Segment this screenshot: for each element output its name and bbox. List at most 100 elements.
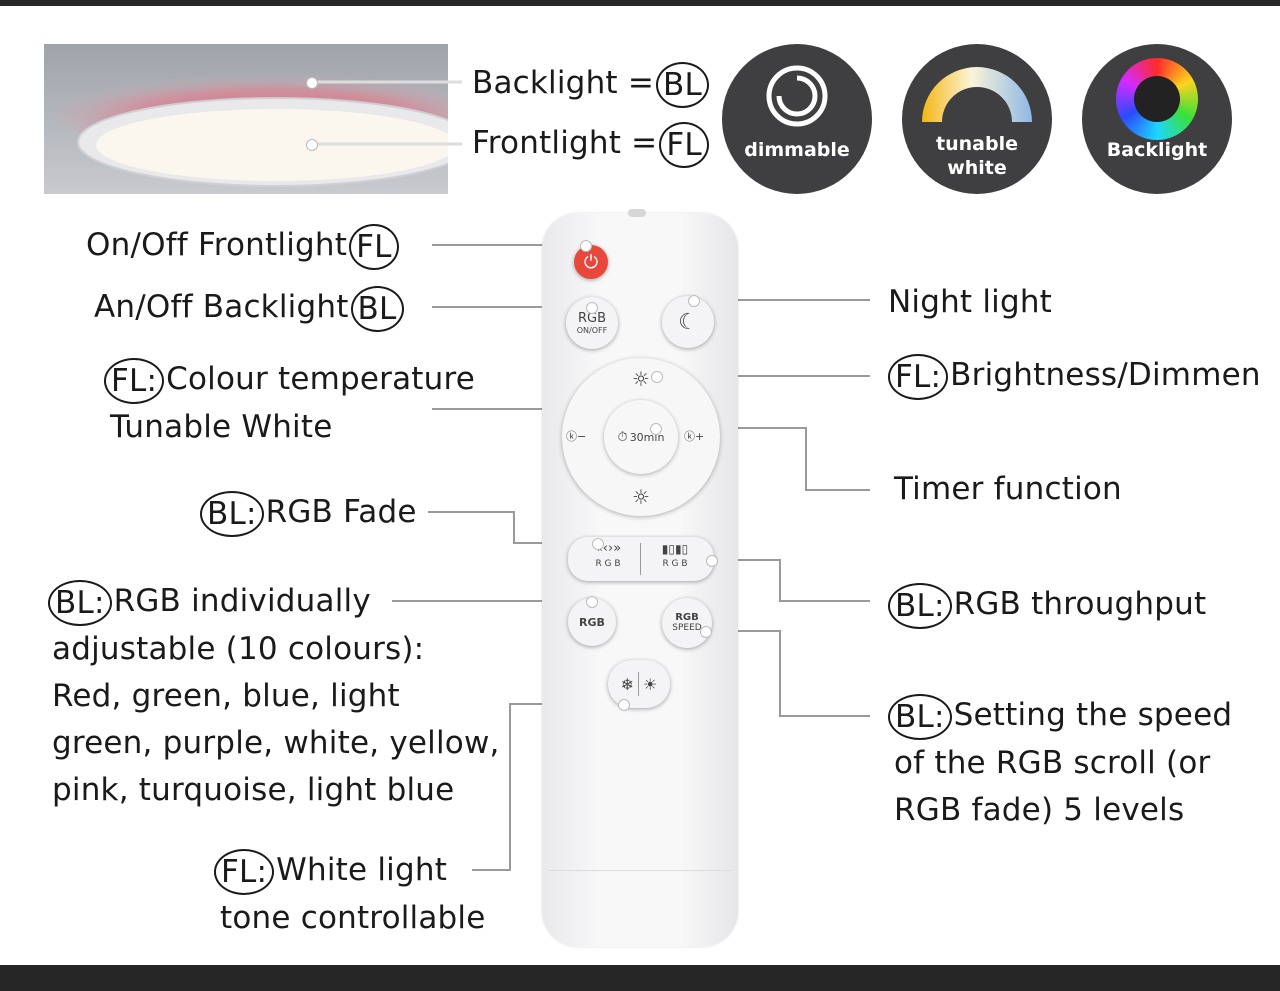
throughput-label: R G B bbox=[662, 559, 688, 569]
bl-circle: BL: bbox=[48, 579, 112, 626]
connector-dot bbox=[651, 371, 663, 383]
speed-bottom-label: SPEED bbox=[672, 623, 702, 633]
fl-abbr-circle: FL bbox=[659, 121, 709, 168]
kelvin-plus-button[interactable]: ⓚ+ bbox=[684, 428, 718, 446]
tunable-label-2: white bbox=[947, 157, 1007, 179]
sun-icon: ☀ bbox=[643, 674, 658, 694]
brightness-callout: FL:Brightness/Dimmen bbox=[886, 352, 1261, 400]
night-light-callout: Night light bbox=[888, 284, 1053, 320]
rgb-indiv-line5: pink, turquoise, light blue bbox=[52, 772, 455, 808]
connector-dot bbox=[580, 240, 592, 252]
bl-abbr-circle: BL bbox=[656, 61, 709, 108]
throughput-text: RGB throughput bbox=[953, 586, 1207, 622]
speed-line2: of the RGB scroll (or bbox=[894, 745, 1211, 781]
sun-icon: ☼ bbox=[632, 367, 650, 391]
throughput-icon: ▮▯▮▯ bbox=[661, 542, 689, 556]
connector-dot bbox=[592, 538, 604, 550]
rgb-fade-callout: BL:RGB Fade bbox=[198, 489, 417, 537]
backlight-badge-label: Backlight bbox=[1106, 139, 1208, 161]
fl-circle: FL: bbox=[214, 848, 275, 895]
connector-dot bbox=[586, 596, 598, 608]
battery-seam bbox=[548, 870, 732, 871]
frontlight-legend: Frontlight =FL bbox=[472, 120, 711, 168]
rgb-color-label: RGB bbox=[579, 615, 605, 629]
kelvin-plus-icon: ⓚ+ bbox=[684, 430, 705, 443]
frontlight-legend-text: Frontlight = bbox=[472, 125, 658, 161]
speed-callout: BL:Setting the speed bbox=[886, 692, 1232, 740]
backlight-legend: Backlight =BL bbox=[472, 60, 711, 108]
onoff-backlight-text: An/Off Backlight bbox=[94, 289, 349, 325]
connector-dot bbox=[306, 139, 318, 151]
rgb-indiv-line2: adjustable (10 colours): bbox=[52, 631, 425, 667]
top-bar bbox=[0, 0, 1280, 6]
fl-circle: FL: bbox=[104, 357, 165, 404]
fade-label: R G B bbox=[595, 559, 621, 569]
connector-dot bbox=[688, 295, 700, 307]
lamp-illustration bbox=[44, 44, 448, 194]
color-ring-center bbox=[1134, 76, 1180, 122]
fl-circle: FL bbox=[349, 223, 399, 270]
tunable-label-1: tunable bbox=[936, 133, 1018, 155]
snowflake-icon: ❄ bbox=[620, 674, 635, 694]
bottom-bar bbox=[0, 965, 1280, 991]
connector-dot bbox=[700, 626, 712, 638]
kelvin-minus-button[interactable]: ⓚ− bbox=[566, 428, 600, 446]
connector-dot bbox=[650, 423, 662, 435]
dimmable-label: dimmable bbox=[744, 139, 850, 161]
dimmable-icon bbox=[766, 65, 828, 127]
speed-top-label: RGB bbox=[675, 612, 699, 623]
rgb-indiv-line4: green, purple, white, yellow, bbox=[52, 725, 500, 761]
tone-divider bbox=[638, 672, 640, 696]
pill-divider bbox=[640, 543, 641, 575]
connector-dot bbox=[618, 699, 630, 711]
brightness-up-button[interactable]: ☼ bbox=[626, 364, 656, 394]
bl-circle: BL: bbox=[888, 582, 952, 629]
brightness-down-button[interactable]: ☼ bbox=[626, 482, 656, 512]
white-tone-callout: FL:White light bbox=[212, 847, 447, 895]
rgb-indiv-line1: RGB individually bbox=[113, 583, 371, 619]
night-light-button[interactable]: ☾ bbox=[662, 296, 714, 348]
bl-circle: BL bbox=[350, 285, 404, 332]
rgb-fade-text: RGB Fade bbox=[265, 494, 417, 530]
bl-circle: BL: bbox=[888, 693, 952, 740]
moon-icon: ☾ bbox=[678, 309, 698, 335]
power-icon: ⏻ bbox=[583, 251, 599, 273]
brightness-text: Brightness/Dimmen bbox=[950, 357, 1261, 393]
rgb-speed-button[interactable]: RGB SPEED bbox=[662, 598, 712, 648]
sun-icon: ☼ bbox=[632, 485, 650, 509]
timer-callout: Timer function bbox=[894, 471, 1122, 507]
dimmable-badge: dimmable bbox=[722, 44, 872, 194]
rgb-individual-callout: BL:RGB individually bbox=[46, 578, 371, 626]
speed-line1: Setting the speed bbox=[953, 697, 1233, 733]
rgb-fade-button[interactable]: «‹›» R G B bbox=[578, 541, 638, 577]
timer-icon: ⏱ bbox=[617, 429, 628, 445]
rgb-onoff-label: RGB bbox=[577, 310, 607, 326]
connector-dot bbox=[586, 302, 598, 314]
tunable-white-arc-icon bbox=[922, 67, 1032, 122]
rgb-color-button[interactable]: RGB bbox=[568, 598, 616, 646]
speed-line3: RGB fade) 5 levels bbox=[894, 792, 1185, 828]
timer-button[interactable]: ⏱ 30min bbox=[604, 400, 678, 474]
remote-ir-led bbox=[628, 209, 646, 217]
white-line1: White light bbox=[276, 852, 448, 888]
onoff-frontlight-text: On/Off Frontlight bbox=[86, 227, 348, 263]
bl-circle: BL: bbox=[200, 490, 264, 537]
kelvin-minus-icon: ⓚ− bbox=[566, 430, 587, 443]
fl-circle: FL: bbox=[888, 353, 949, 400]
white-tone-button[interactable]: ❄ ☀ bbox=[608, 660, 670, 708]
connector-dot bbox=[706, 555, 718, 567]
rgb-indiv-line3: Red, green, blue, light bbox=[52, 678, 400, 714]
rgb-throughput-button[interactable]: ▮▯▮▯ R G B bbox=[646, 541, 704, 577]
fade-arrows-icon: «‹›» bbox=[594, 541, 622, 556]
backlight-legend-text: Backlight = bbox=[472, 65, 654, 101]
colour-temp-callout: FL:Colour temperature bbox=[102, 356, 475, 404]
white-line2: tone controllable bbox=[220, 900, 486, 936]
colour-temp-line1: Colour temperature bbox=[166, 361, 476, 397]
power-button[interactable]: ⏻ bbox=[574, 245, 608, 279]
rgb-onoff-sub: ON/OFF bbox=[576, 325, 608, 335]
lamp-photo bbox=[44, 44, 448, 194]
tunable-white-badge: tunable white bbox=[902, 44, 1052, 194]
connector-dot bbox=[306, 77, 318, 89]
